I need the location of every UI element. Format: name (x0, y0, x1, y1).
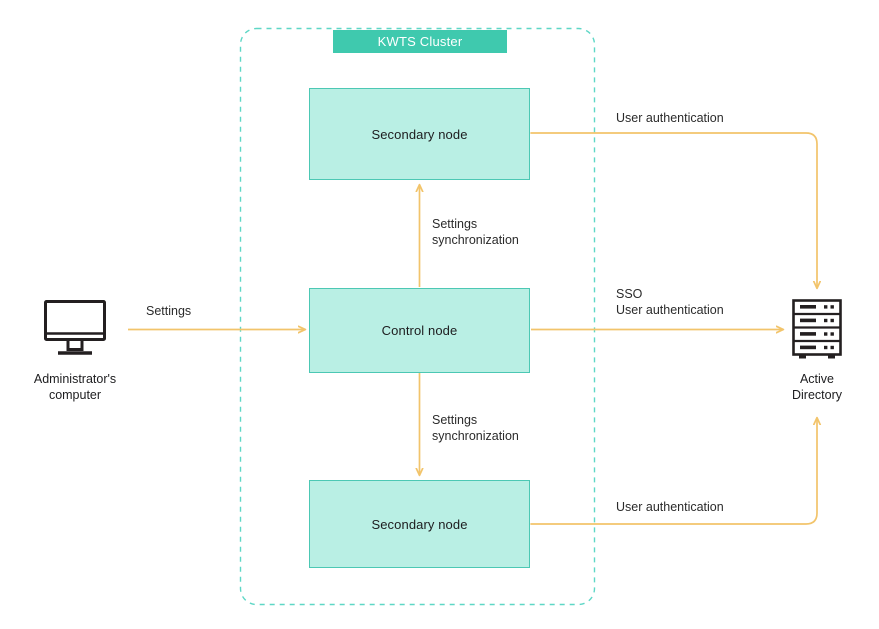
connector-label-sso-user-auth: SSO User authentication (616, 287, 724, 317)
connector-label-user-auth-top: User authentication (616, 111, 724, 125)
node-control[interactable]: Control node (309, 288, 530, 373)
cluster-banner-label: KWTS Cluster (377, 34, 463, 49)
node-label: Control node (381, 323, 458, 338)
connector-label-settings-sync-top: Settings synchronization (432, 217, 519, 247)
connector-label-user-auth-bottom: User authentication (616, 500, 724, 514)
connector-label-settings: Settings (146, 304, 192, 318)
endpoint-label-administrator-computer: Administrator's computer (33, 372, 117, 402)
node-secondary-top[interactable]: Secondary node (309, 88, 530, 180)
connector-label-settings-sync-bottom: Settings synchronization (432, 413, 519, 443)
node-label: Secondary node (371, 126, 468, 142)
connector-secondary-top-to-ad (530, 132, 817, 288)
cluster-banner: KWTS Cluster (333, 30, 507, 53)
node-label: Secondary node (371, 516, 468, 532)
node-secondary-bottom[interactable]: Secondary node (309, 480, 530, 568)
monitor-icon (44, 300, 106, 356)
cluster-dashed-boundary (239, 27, 596, 606)
connector-secondary-bottom-to-ad (530, 418, 817, 525)
server-rack-icon (789, 299, 845, 363)
endpoint-label-active-directory: Active Directory (791, 372, 842, 402)
